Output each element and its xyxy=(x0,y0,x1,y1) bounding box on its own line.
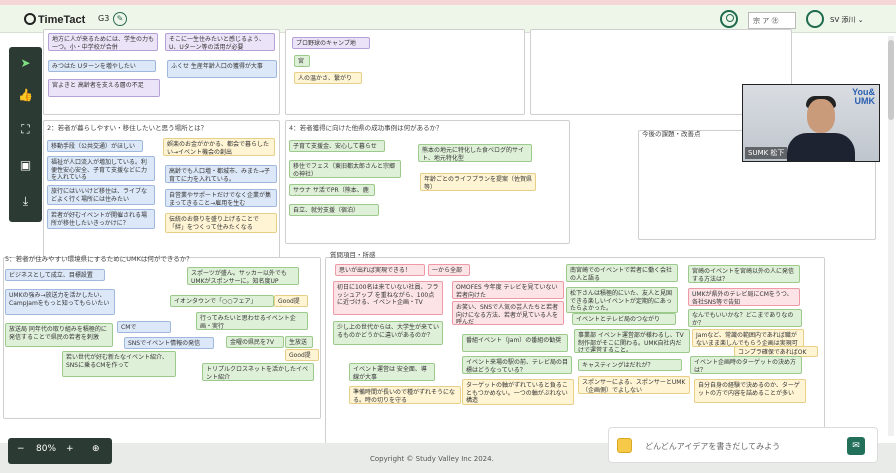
sticky-note[interactable]: プロ野球のキャンプ地 xyxy=(292,37,370,49)
sticky-note[interactable]: 高齢でも人口増・都城市、みまた→子育てに力を入れている。 xyxy=(165,165,277,183)
idea-input-placeholder[interactable]: どんどんアイデアを書きだしてみよう xyxy=(645,442,781,451)
participants-icon[interactable] xyxy=(720,10,738,28)
tool-palette: ➤ 👍 ⛶ ▣ ⤓ xyxy=(9,47,42,222)
sticky-note[interactable]: UMKが県外のテレビ局にCMをうつ、各社SNS等で告知 xyxy=(688,288,800,306)
frame-5-title: 5：若者が住みやすい環境県にするためにUMKは何ができるか？ xyxy=(5,255,193,263)
sticky-note[interactable]: OMOFES 今年度 テレビを見ていない若者向けた xyxy=(452,281,564,299)
sticky-color-picker[interactable] xyxy=(617,438,632,453)
participant-face xyxy=(807,99,835,133)
sticky-note[interactable]: 熊本の地元に特化した食べログ的サイト、地元特化型 xyxy=(418,144,532,162)
frame-icon[interactable]: ⛶ xyxy=(21,122,30,136)
sticky-note[interactable]: キャスティングはだれが？ xyxy=(578,359,682,371)
board-name: G3 xyxy=(98,14,110,23)
sticky-note[interactable]: UMKの強み→放送力を活かしたい、CampJamをもっと知ってもらいたい xyxy=(5,289,115,315)
sticky-note[interactable]: スポーツが盛ん。サッカー以外でもUMKがスポンサーに。知名度UP xyxy=(187,267,299,285)
frame-4-title: 4：若者獲得に向けた他県の成功事例は何があるか？ xyxy=(289,124,443,132)
zoom-level: 80% xyxy=(36,444,57,454)
sticky-note[interactable]: みつはた Uターンを増やしたい xyxy=(48,60,156,72)
sticky-note[interactable]: 事業部 イベント運営部が様わるし、TV制作部がそこに関わる。UMK自社内だけで運… xyxy=(574,329,690,353)
sticky-note[interactable]: ターゲットの軸がずれていると負ることもつかめない。一つの軸がぶれない構造 xyxy=(462,379,574,405)
edit-board-name-icon[interactable]: ✎ xyxy=(113,12,127,26)
sticky-note[interactable]: そこに一生住みたいと感じるよう、U、Uターン等の活用が必要 xyxy=(165,33,275,51)
video-name-tag: SUMK 松下 xyxy=(745,147,788,159)
app-logo[interactable]: TimeTact xyxy=(24,13,85,26)
sticky-note[interactable]: 移住でフェス（東旧都太郎さんと宗郷の神社） xyxy=(289,160,401,178)
frame-issues-title: 今後の課題・改善点 xyxy=(642,130,701,138)
scrollbar-thumb[interactable] xyxy=(888,40,894,120)
sticky-note[interactable]: 番組イベント（Jam）の番組の勧奨 xyxy=(462,334,568,352)
sticky-note[interactable]: イオンタウンで「○○フェア」 xyxy=(170,295,274,307)
logo-icon xyxy=(24,13,36,25)
sticky-note[interactable]: イベント運営は 安全面、導線が大事 xyxy=(349,363,435,381)
sticky-note[interactable]: 自営業やサポートだけでなく企業が集まってきること→雇用を生む xyxy=(165,189,277,207)
sticky-note[interactable]: 少し上の世代からは、大学生が来ているものかどうかに違いがあるのか？ xyxy=(333,321,443,345)
vertical-scrollbar[interactable] xyxy=(888,36,894,436)
sticky-note[interactable]: お笑い、SNSで人気の芸人たちと若者向けになる方法、若者が見ている人を呼んだ xyxy=(452,301,564,325)
sticky-note[interactable]: 移動手段（公共交通）がほしい xyxy=(47,140,143,152)
sticky-note[interactable]: イベントとテレビ局のつながり xyxy=(572,313,676,325)
sticky-note[interactable]: 福祉が人口流入が増加している。利便性安心安全、子育て支援などに力を入れている xyxy=(47,156,155,181)
sticky-note[interactable]: 行ってみたいと思わせるイベント企画・実行 xyxy=(196,312,308,330)
sticky-note[interactable]: ふくせ 生産年齢人口の獲得が大事 xyxy=(167,60,277,78)
download-icon[interactable]: ⤓ xyxy=(22,194,29,208)
sticky-note[interactable]: 若者が好むイベントが開催される場所が移住したいきっかけに？ xyxy=(47,209,155,229)
zoom-controls: − 80% + ⊕ xyxy=(8,438,112,464)
video-brand-logo: You&UMK xyxy=(852,87,875,106)
sticky-note[interactable]: イベント来場の駅の前、テレビ局の目標はどうなっている？ xyxy=(462,356,572,374)
idea-input-bar[interactable]: どんどんアイデアを書きだしてみよう ✉ xyxy=(608,427,878,463)
sticky-note[interactable]: なんでもいいかな？どこまでありなのか？ xyxy=(688,309,802,327)
frame-2-title: 2：若者が暮らしやすい・移住したいと思う場所とは？ xyxy=(47,124,208,132)
top-accent-bar xyxy=(0,0,896,5)
sticky-note[interactable]: 生放送 xyxy=(285,336,313,348)
sticky-note[interactable]: 金曜の県民を7V で xyxy=(226,336,284,348)
participants-box[interactable]: 宗 ア ㊟ xyxy=(748,12,796,29)
sticky-note[interactable]: ビジネスとして成立、目標設置 xyxy=(5,269,105,281)
sticky-note[interactable]: 宮崎 xyxy=(294,55,310,67)
sticky-note[interactable]: 宮崎のイベントを宮崎以外の人に発信する方法は？ xyxy=(688,265,800,283)
sticky-note[interactable]: 一から全部 xyxy=(428,264,470,276)
zoom-fit-icon[interactable]: ⊕ xyxy=(92,444,100,454)
sticky-note[interactable]: 子育て支援金、安心して暮らせる xyxy=(289,140,385,152)
sticky-note[interactable]: 松下さんは積極的にいた、友人と見国できる楽しいイベントが定期的にあったらよかった… xyxy=(566,287,678,313)
sticky-note[interactable]: 伝統のお祭りを盛り上げることで「絆」をつくって住みたくなる xyxy=(165,213,277,233)
sticky-note[interactable]: 宮よきと 高齢者を支える層の不足 xyxy=(48,79,160,97)
sticky-note[interactable]: CMでJam,Camp xyxy=(117,321,171,333)
sticky-note[interactable]: 南宮崎でのイベントで若者に働く会社の人と語る xyxy=(566,264,678,282)
zoom-out-button[interactable]: − xyxy=(17,444,25,454)
image-icon[interactable]: ▣ xyxy=(19,158,32,172)
thumbs-up-icon[interactable]: 👍 xyxy=(18,88,33,102)
sticky-note[interactable]: イベント企画時のターゲットの決め方は？ xyxy=(690,356,802,374)
sticky-note[interactable]: サウナ サ活でPR（熊本、鹿島） xyxy=(289,184,375,196)
sticky-note[interactable]: スポンサーによる、スポンサーとUMK（企画側）でよしない xyxy=(578,376,690,394)
zoom-in-button[interactable]: + xyxy=(66,444,74,454)
sticky-note[interactable]: 娯楽のお金がかかる、都会で暮らしたい→イベント機会の創出 xyxy=(163,138,275,156)
frame-questions-title: 質問項目・所感 xyxy=(330,251,376,259)
sticky-note[interactable]: 自分自身の経験で決めるのか、ターゲットの方で内容を詰めることが多い xyxy=(694,379,806,403)
video-call-overlay[interactable]: You&UMK SUMK 松下 xyxy=(742,84,880,162)
sticky-note[interactable]: SNSでイベント情報の発信 xyxy=(124,337,214,349)
sticky-note[interactable]: 放送局 同年代の取り組みを積極的に発信することで県民の若者を刺激 xyxy=(5,323,113,347)
app-header: TimeTact G3 ✎ 宗 ア ㊟ SV 添川 ⌄ xyxy=(0,5,896,33)
sticky-note[interactable]: 年齢ごとのライフプランを提案（佐賀県等） xyxy=(420,173,536,191)
user-avatar-icon[interactable] xyxy=(806,10,824,28)
sticky-note[interactable]: Good提点 xyxy=(274,295,308,307)
sticky-note[interactable]: 地方に人が来るためには、学生の力も一つ。小・中学校が合併 xyxy=(48,33,158,51)
sticky-note[interactable]: Good提点 xyxy=(285,349,319,361)
cursor-icon[interactable]: ➤ xyxy=(20,56,31,70)
sticky-note[interactable]: 準備時間が長いので種がずれそうになる。時の切りを守る xyxy=(349,386,461,404)
sticky-note[interactable]: 自立、就労支援（宿泊） xyxy=(289,204,379,216)
sticky-note[interactable]: トリプルクロスネットを活かしたイベント紹介 xyxy=(202,363,314,381)
sticky-note[interactable]: 旅行にはいいけど移住は、ライブなどよく行く場所には住みたい xyxy=(47,185,155,205)
sticky-note[interactable]: 若い世代が好む新たなイベント紹介、SNSに乗るCMを作って xyxy=(62,351,176,377)
sticky-note[interactable]: 初日に100名は来ていない社員、フラッシュアップ を重ねながら、100点に近づけ… xyxy=(333,281,443,315)
sticky-note[interactable]: 思いが出れば実現できる！ xyxy=(335,264,425,276)
copyright-text: Copyright © Study Valley Inc 2024. xyxy=(370,455,494,463)
sticky-note[interactable]: Jamなど、常識の範囲内であれば職がないまま楽しんでもらう企画は実現可能 xyxy=(692,329,804,347)
send-idea-button[interactable]: ✉ xyxy=(847,437,865,455)
user-menu[interactable]: SV 添川 ⌄ xyxy=(830,16,864,24)
sticky-note[interactable]: 人の温かさ、繋がり xyxy=(294,72,362,84)
